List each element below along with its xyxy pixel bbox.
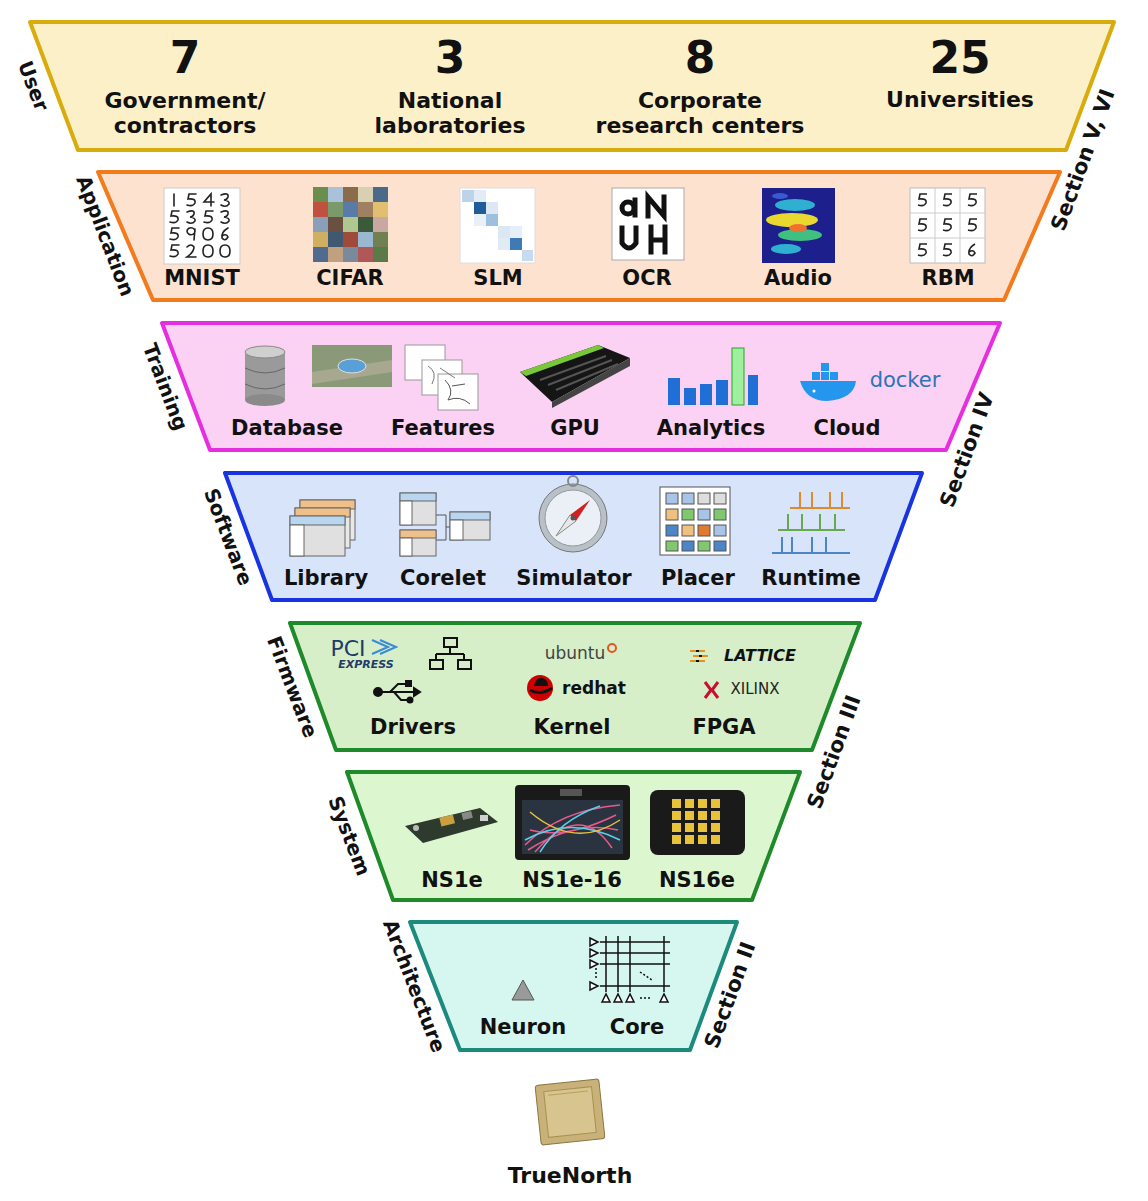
user-group: Corporate research centers xyxy=(593,88,808,139)
band-shape xyxy=(162,323,1000,450)
mnist-icon xyxy=(164,188,240,264)
item-caption: NS1e xyxy=(421,868,483,892)
item-caption: Drivers xyxy=(370,715,456,739)
truenorth-chip xyxy=(535,1079,605,1145)
count-number: 25 xyxy=(929,33,990,84)
band-shape xyxy=(410,922,737,1050)
count-number: 8 xyxy=(685,33,716,84)
layer-band: User7Government/ contractors3National la… xyxy=(26,18,1118,154)
user-group: Universities xyxy=(886,87,1034,112)
layer-band: ArchitectureNeuronCore xyxy=(406,918,741,1054)
ns1e-16-rack xyxy=(515,785,630,860)
item-caption: Placer xyxy=(661,566,735,590)
item-caption: OCR xyxy=(622,266,671,290)
library-icon xyxy=(290,500,355,556)
item-caption: Kernel xyxy=(534,715,611,739)
audio-spectrogram xyxy=(762,188,835,263)
item-caption: Database xyxy=(231,416,343,440)
count-number: 3 xyxy=(435,33,466,84)
item-caption: Analytics xyxy=(657,416,765,440)
item-caption: Simulator xyxy=(516,566,631,590)
placer-grid xyxy=(660,487,730,555)
logo-text: ubuntu xyxy=(545,644,606,664)
item-caption: Core xyxy=(610,1015,664,1039)
logo-text: LATTICE xyxy=(724,647,796,665)
item-caption: Library xyxy=(284,566,368,590)
count-number: 7 xyxy=(170,33,201,84)
logo-text: docker xyxy=(870,368,941,392)
band-shape xyxy=(290,623,860,750)
item-caption: Runtime xyxy=(761,566,860,590)
chip-label: TrueNorth xyxy=(508,1163,633,1188)
ns16e-chip xyxy=(650,790,745,855)
item-caption: Features xyxy=(391,416,495,440)
band-outline xyxy=(406,918,741,1054)
item-caption: Cloud xyxy=(813,416,880,440)
item-caption: FPGA xyxy=(692,715,755,739)
item-caption: Corelet xyxy=(400,566,486,590)
logo-text: XILINX xyxy=(731,681,780,698)
redhat-logo xyxy=(527,675,553,701)
band-shape xyxy=(225,473,922,600)
item-caption: Neuron xyxy=(480,1015,567,1039)
database-icon xyxy=(245,346,285,406)
item-caption: SLM xyxy=(473,266,522,290)
band-shape xyxy=(30,22,1114,150)
cifar-icon xyxy=(313,187,388,262)
ocr-icon xyxy=(612,188,684,260)
logo-text: redhat xyxy=(562,679,626,699)
item-caption: RBM xyxy=(921,266,974,290)
item-caption: NS1e-16 xyxy=(522,868,622,892)
slm-icon xyxy=(460,188,535,263)
user-group: National laboratories xyxy=(365,88,535,139)
item-caption: Audio xyxy=(764,266,832,290)
user-group: Government/ contractors xyxy=(70,88,300,139)
item-caption: NS16e xyxy=(659,868,735,892)
item-caption: MNIST xyxy=(164,266,240,290)
band-shape xyxy=(347,772,800,900)
item-caption: CIFAR xyxy=(316,266,384,290)
logo-text: EXPRESS xyxy=(338,659,394,672)
band-shape xyxy=(98,172,1060,300)
item-caption: GPU xyxy=(550,416,600,440)
rbm-icon xyxy=(910,188,985,263)
